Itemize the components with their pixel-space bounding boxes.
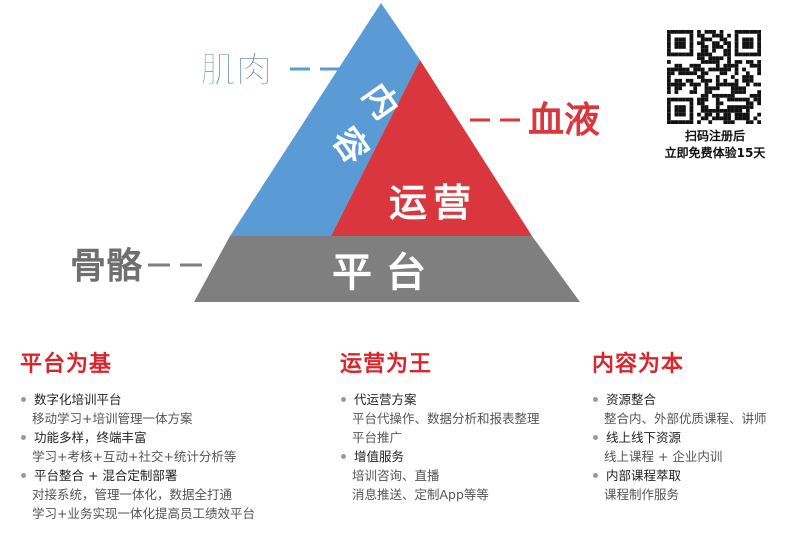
list-item: 内部课程萃取 课程制作服务	[592, 466, 767, 504]
column-title: 平台为基	[20, 352, 113, 377]
list-item: 平台整合 + 混合定制部署 对接系统，管理一体化，数据全打通 学习+业务实现一体…	[20, 466, 255, 523]
pyramid-content-layer	[230, 3, 420, 236]
pyramid-platform-layer	[194, 236, 580, 302]
qr-caption-line-1: 扫码注册后	[684, 129, 745, 143]
list-item: 增值服务 培训咨询、直播 消息推送、定制App等等	[340, 447, 540, 504]
column-title: 内容为本	[592, 352, 685, 377]
list-item: 线上线下资源 线上课程 + 企业内训	[592, 428, 767, 466]
column-title: 运营为王	[340, 352, 433, 377]
qr-caption: 扫码注册后 立即免费体验15天	[640, 128, 790, 162]
column-platform: 平台为基 数字化培训平台 移动学习+培训管理一体方案 功能多样，终端丰富 学习+…	[20, 346, 255, 523]
muscle-label: 肌肉	[200, 50, 272, 91]
list-item: 代运营方案 平台代操作、数据分析和报表整理 平台推广	[340, 390, 540, 447]
list-item: 功能多样，终端丰富 学习+考核+互动+社交+统计分析等	[20, 428, 255, 466]
list-item: 数字化培训平台 移动学习+培训管理一体方案	[20, 390, 255, 428]
column-operation: 运营为王 代运营方案 平台代操作、数据分析和报表整理 平台推广 增值服务 培训咨…	[340, 346, 540, 504]
blood-label: 血液	[528, 100, 600, 141]
qr-code[interactable]	[664, 30, 764, 128]
list-item: 资源整合 整合内、外部优质课程、讲师	[592, 390, 767, 428]
pyramid-operation-label: 运营	[389, 181, 477, 225]
pyramid-operation-layer	[331, 60, 532, 236]
pyramid-platform-label: 平台	[332, 250, 440, 296]
skeleton-label: 骨骼	[70, 245, 142, 287]
column-content: 内容为本 资源整合 整合内、外部优质课程、讲师 线上线下资源 线上课程 + 企业…	[592, 346, 767, 504]
qr-caption-line-2: 立即免费体验15天	[664, 146, 766, 160]
pyramid-diagram: 内 容 运营 平台 肌肉 血液 骨骼	[70, 3, 600, 302]
qr-code-icon	[667, 30, 761, 124]
